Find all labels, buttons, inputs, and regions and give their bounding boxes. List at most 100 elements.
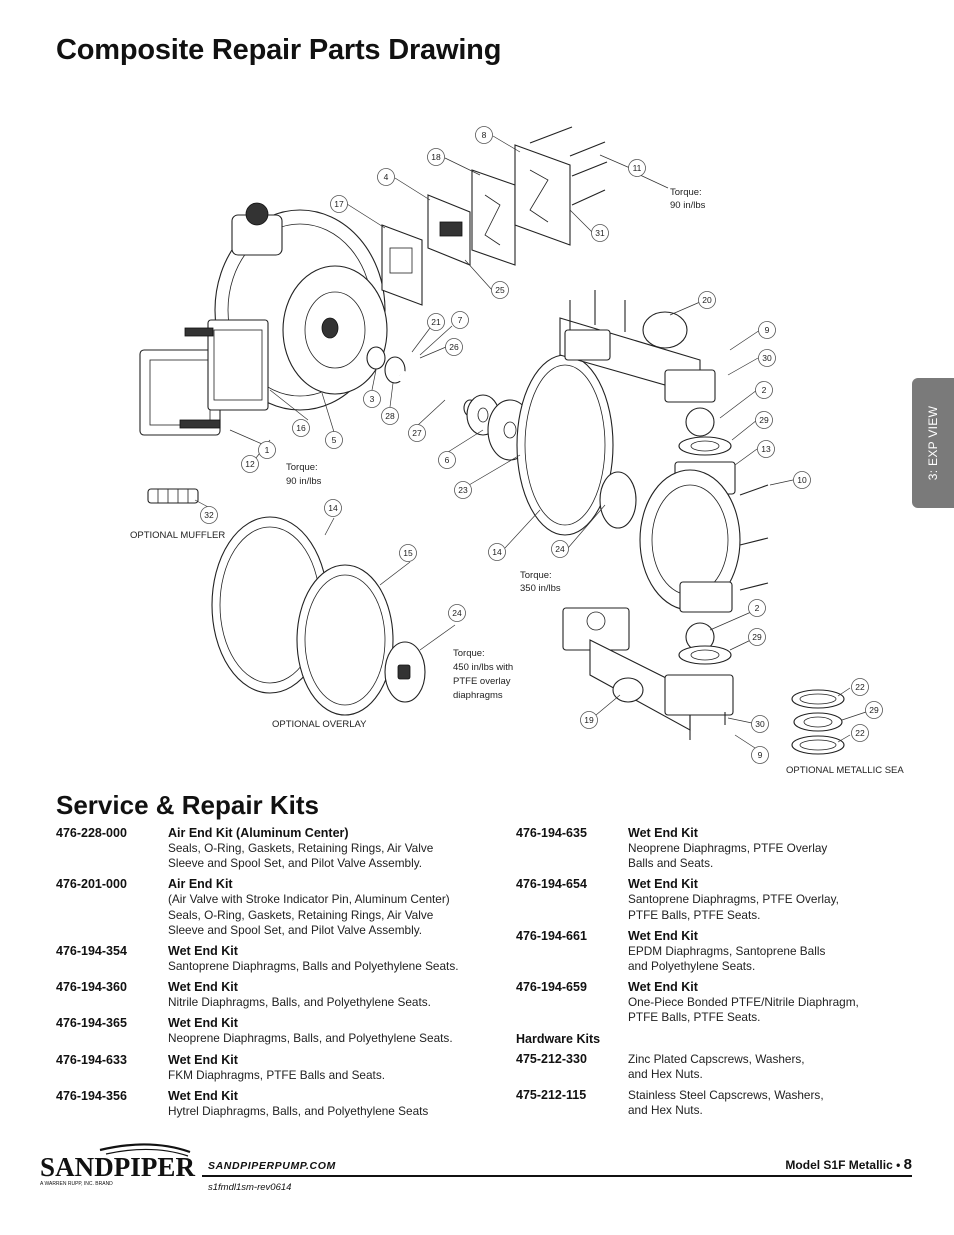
callout-2b: 2	[748, 599, 766, 617]
kit-number: 476-194-360	[56, 980, 127, 995]
document-code: s1fmdl1sm-rev0614	[208, 1182, 292, 1193]
svg-text:14: 14	[328, 503, 338, 513]
callout-2: 2	[755, 381, 773, 399]
svg-text:28: 28	[385, 411, 395, 421]
outer-chamber	[639, 461, 769, 613]
kit-desc: Nitrile Diaphragms, Balls, and Polyethyl…	[168, 995, 431, 1010]
svg-text:29: 29	[759, 415, 769, 425]
discharge-manifold	[559, 290, 716, 403]
svg-text:10: 10	[797, 475, 807, 485]
kit-number: 476-194-356	[56, 1088, 127, 1103]
kit-name: Wet End Kit	[628, 928, 698, 943]
kit-row: 476-194-654 Wet End Kit Santoprene Diaph…	[516, 877, 906, 922]
sandpiper-logo: SANDPIPER A WARREN RUPP, INC. BRAND	[40, 1143, 196, 1187]
svg-text:20: 20	[702, 295, 712, 305]
kit-name: Air End Kit	[168, 877, 233, 892]
kit-name: Wet End Kit	[168, 1052, 238, 1067]
section-tab-label: 3: EXP VIEW	[926, 405, 940, 481]
air-valve-assembly	[139, 319, 269, 436]
kit-number: 475-212-330	[516, 1051, 587, 1066]
svg-text:25: 25	[495, 285, 505, 295]
svg-text:32: 32	[204, 510, 214, 520]
callout-27: 27	[408, 424, 426, 442]
page-footer: SANDPIPER A WARREN RUPP, INC. BRAND SAND…	[40, 1140, 912, 1200]
section-tab[interactable]: 3: EXP VIEW	[912, 378, 954, 508]
callout-9b: 9	[751, 746, 769, 764]
kit-desc: Stainless Steel Capscrews, Washers,	[628, 1088, 824, 1103]
kit-row: 476-194-360 Wet End Kit Nitrile Diaphrag…	[56, 980, 496, 1010]
callout-31: 31	[591, 224, 609, 242]
kit-name: Wet End Kit	[168, 980, 238, 995]
svg-text:9: 9	[758, 750, 763, 760]
kit-desc: Zinc Plated Capscrews, Washers,	[628, 1051, 805, 1066]
callout-22b: 22	[851, 724, 869, 742]
kit-desc: One-Piece Bonded PTFE/Nitrile Diaphragm,	[628, 995, 859, 1010]
svg-text:7: 7	[458, 315, 463, 325]
balls-and-seats	[678, 407, 732, 665]
kit-number: 476-228-000	[56, 826, 127, 840]
callout-7: 7	[451, 311, 469, 329]
kit-desc: FKM Diaphragms, PTFE Balls and Seats.	[168, 1067, 386, 1082]
kit-row: 476-194-659 Wet End Kit One-Piece Bonded…	[516, 980, 906, 1025]
callout-29c: 29	[865, 701, 883, 719]
svg-text:19: 19	[584, 715, 594, 725]
callout-10: 10	[793, 471, 811, 489]
svg-text:9: 9	[765, 325, 770, 335]
footer-url[interactable]: SANDPIPERPUMP.COM	[208, 1160, 336, 1172]
kit-desc: PTFE Balls, PTFE Seats.	[628, 1010, 761, 1025]
svg-text:15: 15	[403, 548, 413, 558]
svg-text:30: 30	[755, 719, 765, 729]
torque-note-top: Torque: 90 in/lbs	[670, 187, 706, 211]
hardware-kits-heading: Hardware Kits	[516, 1031, 601, 1046]
svg-text:8: 8	[482, 130, 487, 140]
kit-number: 476-194-659	[516, 980, 587, 995]
svg-text:SANDPIPER: SANDPIPER	[40, 1152, 196, 1182]
optional-overlay-label: OPTIONAL OVERLAY	[272, 719, 367, 730]
svg-text:3: 3	[370, 394, 375, 404]
kits-left-column: 476-228-000 Air End Kit (Aluminum Center…	[56, 826, 496, 1125]
svg-text:24: 24	[452, 608, 462, 618]
footer-model: Model S1F Metallic • 8	[785, 1156, 912, 1173]
callout-15: 15	[399, 544, 417, 562]
callout-17: 17	[330, 195, 348, 213]
suction-manifold	[562, 607, 734, 740]
callout-23: 23	[454, 481, 472, 499]
callout-18: 18	[427, 148, 445, 166]
callout-14: 14	[324, 499, 342, 517]
kit-number: 475-212-115	[516, 1088, 587, 1103]
svg-text:13: 13	[761, 444, 771, 454]
svg-text:Torque:: Torque:	[453, 648, 485, 659]
kit-name: Air End Kit (Aluminum Center)	[168, 826, 349, 840]
callout-29b: 29	[748, 628, 766, 646]
svg-text:17: 17	[334, 199, 344, 209]
muffler	[147, 488, 199, 504]
callout-25: 25	[491, 281, 509, 299]
kit-row: 476-194-365 Wet End Kit Neoprene Diaphra…	[56, 1016, 496, 1046]
svg-text:5: 5	[332, 435, 337, 445]
kit-row: 476-228-000 Air End Kit (Aluminum Center…	[56, 826, 496, 871]
kit-desc: Sleeve and Spool Set, and Pilot Valve As…	[168, 856, 423, 871]
svg-text:16: 16	[296, 423, 306, 433]
leader-lines	[194, 135, 867, 749]
hardware-kit-row: 475-212-115 Stainless Steel Capscrews, W…	[516, 1088, 906, 1118]
svg-text:30: 30	[762, 353, 772, 363]
optional-metallic-label: OPTIONAL METALLIC SEA	[786, 765, 904, 776]
kit-desc: Seals, O-Ring, Gaskets, Retaining Rings,…	[168, 907, 434, 922]
svg-text:90 in/lbs: 90 in/lbs	[286, 476, 322, 487]
kit-desc: and Polyethylene Seats.	[628, 959, 756, 974]
kit-desc: and Hex Nuts.	[628, 1103, 703, 1118]
kits-right-column: 476-194-635 Wet End Kit Neoprene Diaphra…	[516, 826, 906, 1124]
svg-text:14: 14	[492, 547, 502, 557]
kit-name: Wet End Kit	[168, 1088, 238, 1103]
svg-text:Torque:: Torque:	[670, 187, 702, 198]
svg-text:4: 4	[384, 172, 389, 182]
torque-note-mid: Torque: 350 in/lbs	[520, 570, 561, 594]
svg-text:90 in/lbs: 90 in/lbs	[670, 200, 706, 211]
callout-8: 8	[475, 126, 493, 144]
svg-text:1: 1	[265, 445, 270, 455]
svg-text:6: 6	[445, 455, 450, 465]
callout-32: 32	[200, 506, 218, 524]
callout-9: 9	[758, 321, 776, 339]
kit-row: 476-194-661 Wet End Kit EPDM Diaphragms,…	[516, 929, 906, 974]
svg-text:2: 2	[755, 603, 760, 613]
